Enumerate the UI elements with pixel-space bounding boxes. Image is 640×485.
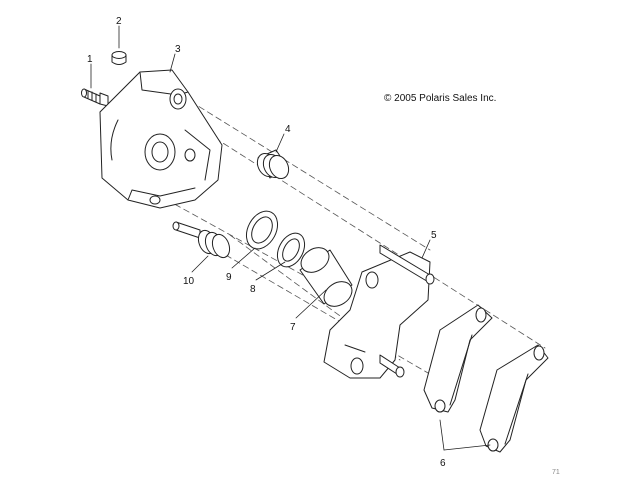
- part-6-brake-pad-inner: [423, 304, 493, 413]
- callout-10: 10: [183, 276, 195, 287]
- callout-2: 2: [116, 16, 122, 27]
- part-9-seal-ring: [245, 210, 279, 250]
- callout-1: 1: [87, 54, 93, 65]
- part-3-caliper-housing: [99, 69, 223, 209]
- part-5-caliper-bracket: [323, 244, 435, 379]
- part-1-bleeder-screw: [81, 88, 109, 107]
- callout-3: 3: [175, 44, 181, 55]
- callout-4: 4: [285, 124, 291, 135]
- leader-lines: [90, 25, 491, 451]
- part-10-pin-boot: [172, 221, 231, 259]
- part-6-brake-pad-outer: [479, 344, 549, 453]
- part-8-seal-ring: [276, 232, 306, 268]
- callout-5: 5: [431, 230, 437, 241]
- callout-7: 7: [290, 322, 296, 333]
- corner-mark: 71: [552, 469, 560, 476]
- callout-8: 8: [250, 284, 256, 295]
- copyright-notice: © 2005 Polaris Sales Inc.: [384, 93, 496, 104]
- callout-6: 6: [440, 458, 446, 469]
- part-7-piston: [299, 247, 353, 307]
- part-2-cap: [111, 51, 127, 65]
- callout-9: 9: [226, 272, 232, 283]
- part-4-bushing: [256, 149, 290, 180]
